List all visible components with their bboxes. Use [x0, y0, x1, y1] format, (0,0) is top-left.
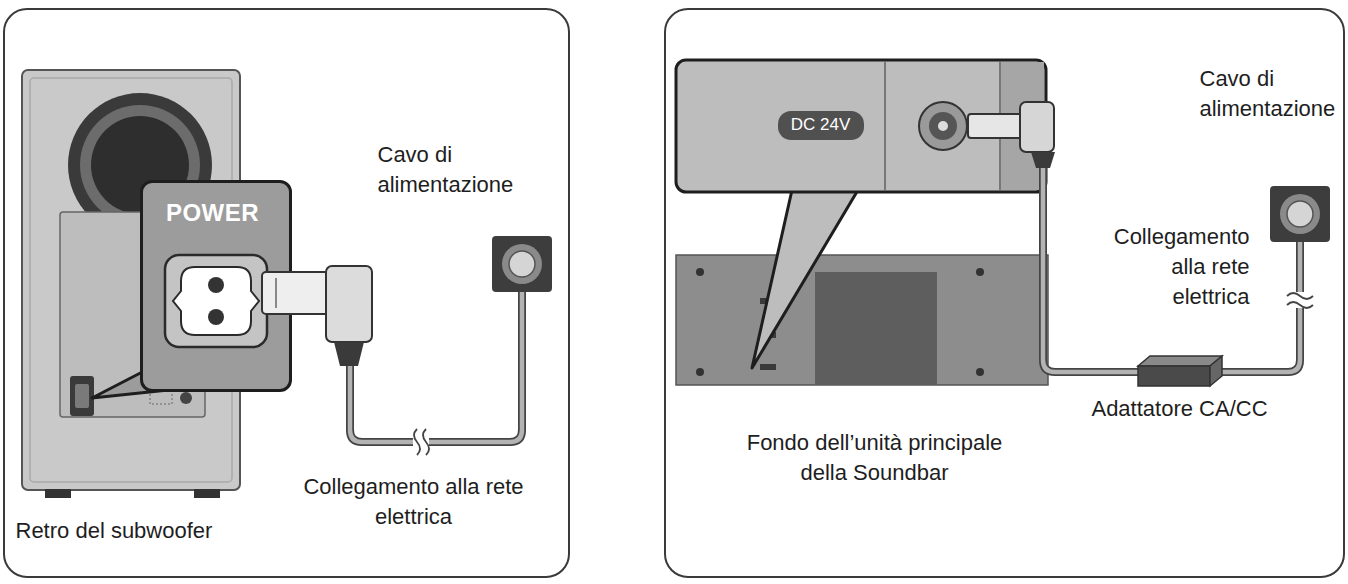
socket-hole: [208, 309, 224, 325]
dc-plug: [968, 102, 1055, 168]
step-panel: Cavo di alimentazioneRetro del subwoofer…: [3, 8, 570, 578]
socket-hole: [208, 277, 224, 293]
port-label: DC 24V: [791, 115, 851, 135]
power-callout: POWER: [140, 180, 292, 392]
soundbar-bottom: [676, 255, 1048, 385]
power-plug: [262, 266, 372, 366]
cable-label: Cavo di alimentazione: [378, 140, 528, 201]
socket-face: [173, 267, 259, 335]
dc-callout-box: [676, 60, 1046, 368]
ac-dc-adapter: [1138, 356, 1222, 386]
wall-outlet: [492, 236, 552, 292]
part-caption: Adattatore CA/CC: [1070, 394, 1290, 424]
cable-label: Cavo di alimentazione: [1200, 64, 1342, 125]
wall-outlet: [1270, 186, 1330, 242]
step-panel: Fondo dell’unità principale della Soundb…: [664, 8, 1345, 578]
socket-frame: [165, 255, 267, 347]
part-caption: Fondo dell’unità principale della Soundb…: [722, 428, 1028, 489]
part-caption: Retro del subwoofer: [16, 516, 276, 546]
dc-label-pill: DC 24V: [778, 111, 864, 140]
mains-label: Collegamento alla rete elettrica: [298, 472, 530, 533]
port-label: POWER: [140, 196, 286, 229]
mains-label: Collegamento alla rete elettrica: [1094, 222, 1250, 313]
power-cable: [350, 292, 522, 455]
